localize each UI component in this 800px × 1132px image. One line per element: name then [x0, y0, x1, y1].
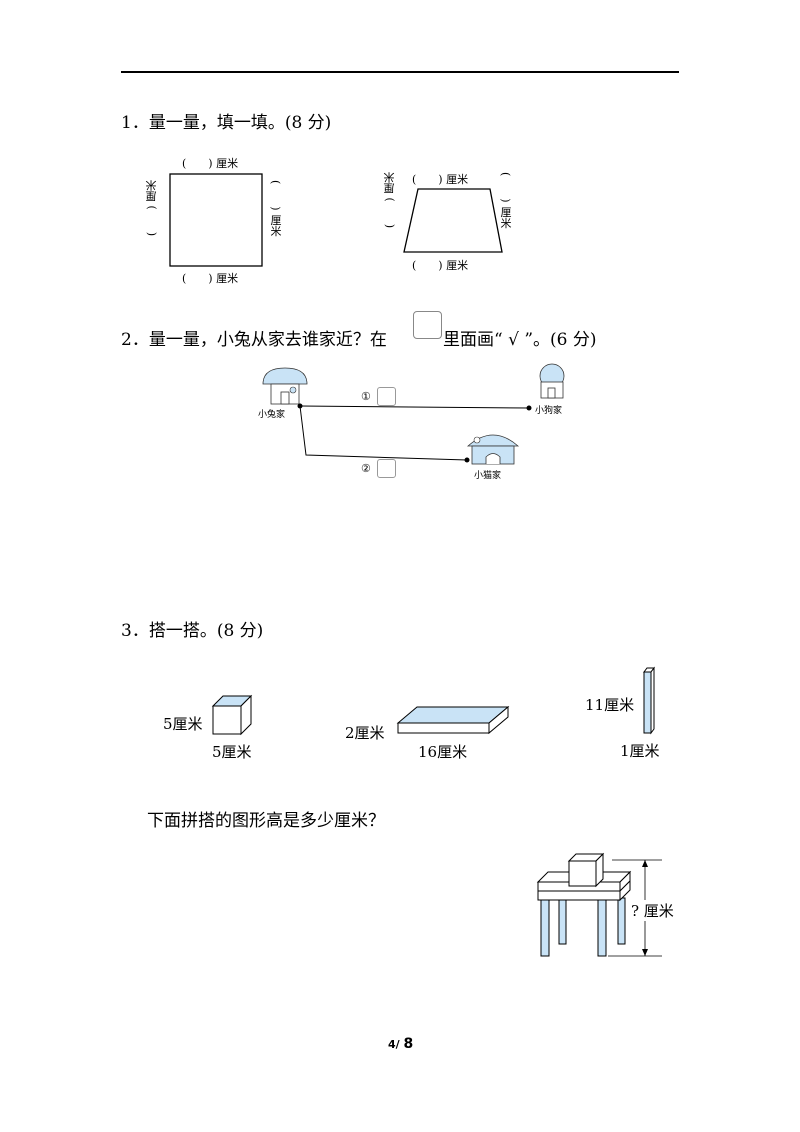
q2-title-part2: 里面画“ √ ”。(6 分): [443, 330, 597, 350]
path-2-checkbox[interactable]: [377, 459, 396, 478]
board-height-label: 2厘米: [345, 724, 385, 742]
q3-title: 3．搭一搭。(8 分): [121, 621, 264, 641]
square-right-blank[interactable]: ( ) 厘米: [269, 180, 282, 237]
path-1-marker: ①: [361, 390, 371, 403]
board-block: [396, 705, 510, 735]
square-bottom-blank[interactable]: ( ) 厘米: [182, 272, 239, 285]
cat-house-icon: [466, 434, 520, 465]
table-height-label[interactable]: ? 厘米: [631, 900, 674, 921]
stick-block: [643, 666, 655, 735]
page-total: 8: [403, 1036, 414, 1052]
stick-height-label: 11厘米: [585, 696, 635, 714]
rabbit-house-icon: [262, 367, 308, 405]
trapezoid-shape: [403, 188, 503, 253]
q1-title: 1．量一量，填一填。(8 分): [121, 113, 332, 133]
q2-title-part1: 2．量一量，小兔从家去谁家近？在: [121, 330, 387, 350]
checkbox-sample: [413, 311, 442, 339]
trapezoid-bottom-blank[interactable]: ( ) 厘米: [412, 259, 469, 272]
path-2-line: [299, 405, 468, 461]
cube-height-label: 5厘米: [163, 715, 203, 733]
rabbit-home-dot: [297, 403, 303, 409]
path-2-marker: ②: [361, 462, 371, 475]
top-rule: [121, 71, 679, 73]
cat-home-dot: [464, 457, 470, 463]
stick-width-label: 1厘米: [620, 742, 660, 760]
path-1-checkbox[interactable]: [377, 387, 396, 406]
square-shape: [169, 173, 263, 267]
square-top-blank[interactable]: ( ) 厘米: [182, 157, 239, 170]
dog-house-icon: [539, 363, 565, 399]
dog-home-label: 小狗家: [535, 406, 563, 416]
rabbit-home-label: 小兔家: [258, 410, 286, 420]
cube-width-label: 5厘米: [212, 743, 252, 761]
dog-home-dot: [526, 405, 532, 411]
board-length-label: 16厘米: [418, 743, 468, 761]
cat-home-label: 小猫家: [474, 471, 502, 481]
trapezoid-right-blank[interactable]: ( ) 厘米: [499, 172, 512, 229]
q3-question: 下面拼搭的图形高是多少厘米？: [147, 811, 385, 831]
table-assembly: [536, 852, 662, 957]
page-number: 4/ 8: [388, 1036, 413, 1052]
page-current: 4: [388, 1038, 396, 1051]
cube-block: [211, 694, 253, 736]
trapezoid-top-blank[interactable]: ( ) 厘米: [412, 173, 469, 186]
path-1-line: [299, 405, 530, 409]
page-separator: /: [395, 1038, 400, 1051]
